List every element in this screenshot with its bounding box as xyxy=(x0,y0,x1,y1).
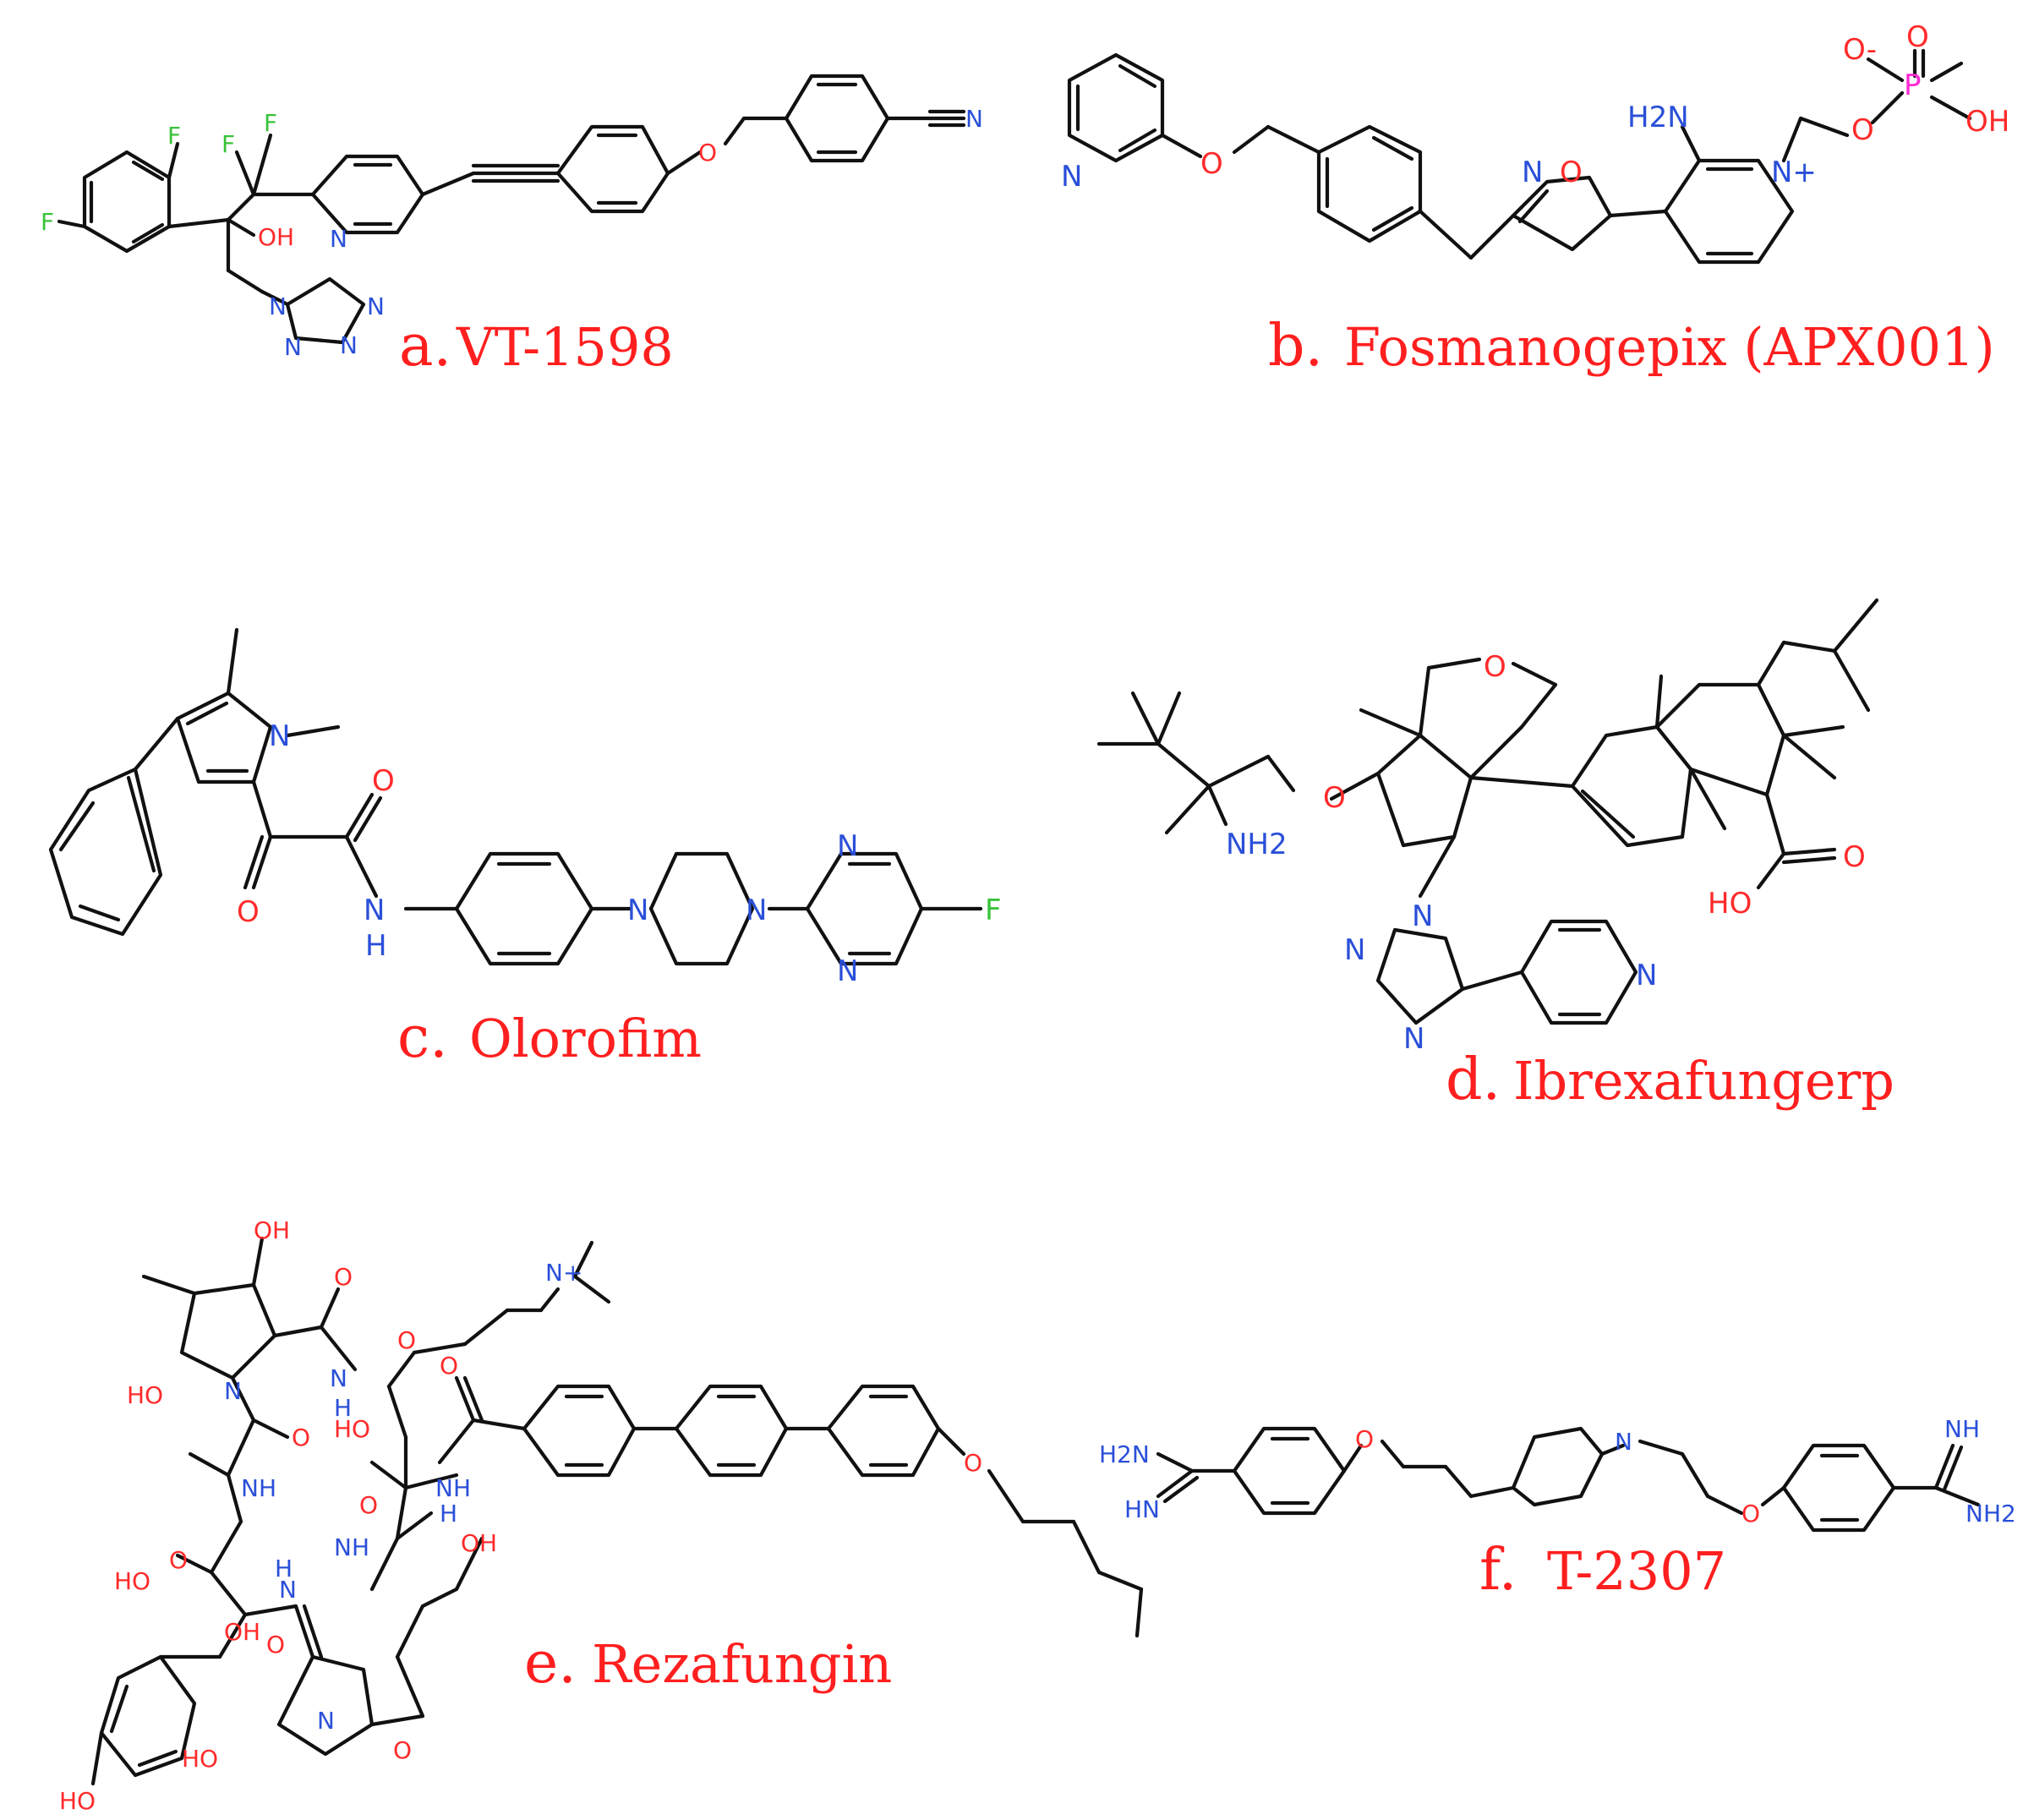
atom-ho: HO xyxy=(334,1415,370,1443)
atom-n: N xyxy=(627,894,648,927)
atom-nh: NH xyxy=(334,1533,369,1561)
structure-ibrexafungerp: O NH2 O O HO N N N N xyxy=(1096,598,1879,1056)
panel-caption: Ibrexafungerp xyxy=(1513,1050,1895,1112)
structure-fosmanogepix: N O N O H2N N+ O P O O- OH xyxy=(1061,20,2009,265)
structure-vt-1598: F F F F OH N O N N N N N xyxy=(41,74,983,361)
atom-o: O xyxy=(359,1491,378,1519)
atom-n: N xyxy=(367,292,385,320)
atom-h: H xyxy=(365,929,387,963)
atom-h: H xyxy=(440,1500,457,1528)
atom-ho: HO xyxy=(127,1381,163,1409)
structure-t-2307: H2N HN O N O NH NH2 xyxy=(1099,1415,2016,1533)
atom-f: F xyxy=(985,894,1002,927)
atom-hn: HN xyxy=(1124,1495,1160,1523)
atom-o: O xyxy=(1560,156,1583,189)
atom-n: N xyxy=(837,829,858,863)
structure-olorofim: N O O N H N N N N F xyxy=(48,627,1002,988)
atom-nh2: NH2 xyxy=(1966,1500,2016,1528)
atom-o: O xyxy=(1484,650,1506,684)
atom-n: N xyxy=(746,894,767,927)
panel-caption: T-2307 xyxy=(1547,1540,1726,1602)
structure-rezafungin: OH N O N H HO O NH O H N HO OH HO O HO N… xyxy=(59,1216,1144,1815)
atom-f: F xyxy=(264,109,277,137)
atom-n: N xyxy=(330,1364,347,1392)
atom-oh: OH xyxy=(258,223,294,251)
atom-h: H xyxy=(334,1394,352,1422)
atom-n: N xyxy=(1403,1022,1424,1056)
atom-o: O xyxy=(334,1263,353,1291)
atom-o: O xyxy=(1851,113,1874,147)
panel-letter: c. xyxy=(397,1004,448,1071)
panel-caption: Fosmanogepix (APX001) xyxy=(1344,316,1995,378)
atom-oh: OH xyxy=(461,1529,497,1557)
atom-h: H xyxy=(275,1555,293,1582)
atom-n-plus: N+ xyxy=(1771,156,1817,189)
atom-o: O xyxy=(397,1326,416,1354)
atom-oh: OH xyxy=(1966,105,2009,139)
atom-n: N xyxy=(284,333,302,361)
atom-o: O xyxy=(372,764,395,798)
atom-nh: NH xyxy=(241,1474,276,1502)
atom-n: N xyxy=(1615,1428,1632,1456)
atom-n: N xyxy=(269,719,290,753)
atom-p: P xyxy=(1904,68,1922,102)
atom-o-minus: O- xyxy=(1843,33,1877,67)
atom-o: O xyxy=(1355,1425,1374,1453)
atom-o: O xyxy=(440,1352,458,1380)
atom-o: O xyxy=(1741,1500,1760,1528)
atom-n: N xyxy=(364,894,385,927)
atom-n-plus: N+ xyxy=(545,1259,582,1287)
atom-n: N xyxy=(317,1707,335,1735)
panel-letter: b. xyxy=(1268,313,1323,380)
atom-n: N xyxy=(340,331,358,359)
atom-n: N xyxy=(330,225,347,253)
atom-f: F xyxy=(41,208,54,236)
atom-f: F xyxy=(167,122,181,150)
atom-n: N xyxy=(224,1377,242,1405)
panel-letter: f. xyxy=(1479,1537,1517,1604)
atom-o: O xyxy=(1200,147,1223,181)
atom-h2n: H2N xyxy=(1099,1440,1150,1468)
atom-ho: HO xyxy=(1708,887,1752,921)
atom-ho: HO xyxy=(114,1567,150,1595)
atom-n: N xyxy=(279,1576,297,1604)
atom-n: N xyxy=(1636,959,1657,992)
atom-o: O xyxy=(393,1736,412,1764)
atom-nh2: NH2 xyxy=(1226,828,1288,861)
atom-oh: OH xyxy=(224,1618,260,1646)
panel-caption: VT-1598 xyxy=(456,316,674,378)
atom-o: O xyxy=(237,895,260,929)
atom-oh: OH xyxy=(254,1216,290,1244)
panel-letter: d. xyxy=(1446,1047,1501,1113)
panel-caption: Rezafungin xyxy=(592,1633,892,1695)
atom-o: O xyxy=(266,1631,285,1659)
atom-o: O xyxy=(1323,781,1346,815)
atom-o: O xyxy=(292,1424,310,1451)
atom-o: O xyxy=(964,1449,982,1477)
atom-n: N xyxy=(965,105,983,133)
atom-n: N xyxy=(1344,933,1365,967)
panel-letter: e. xyxy=(524,1630,577,1697)
atom-o: O xyxy=(698,139,717,167)
atom-ho: HO xyxy=(182,1745,218,1773)
atom-nh: NH xyxy=(435,1474,471,1502)
atom-n: N xyxy=(1522,156,1543,189)
atom-n: N xyxy=(1412,899,1433,933)
panel-caption: Olorofim xyxy=(469,1008,702,1069)
atom-f: F xyxy=(221,130,235,158)
atom-n: N xyxy=(1061,160,1082,194)
atom-o: O xyxy=(1906,20,1929,54)
panel-letter: a. xyxy=(399,313,451,380)
atom-h2n: H2N xyxy=(1627,101,1689,134)
atom-n: N xyxy=(269,292,287,320)
atom-o: O xyxy=(169,1546,188,1574)
atom-o: O xyxy=(1843,840,1866,874)
atom-nh: NH xyxy=(1944,1415,1980,1443)
atom-ho: HO xyxy=(59,1787,96,1815)
atom-n: N xyxy=(837,954,858,988)
